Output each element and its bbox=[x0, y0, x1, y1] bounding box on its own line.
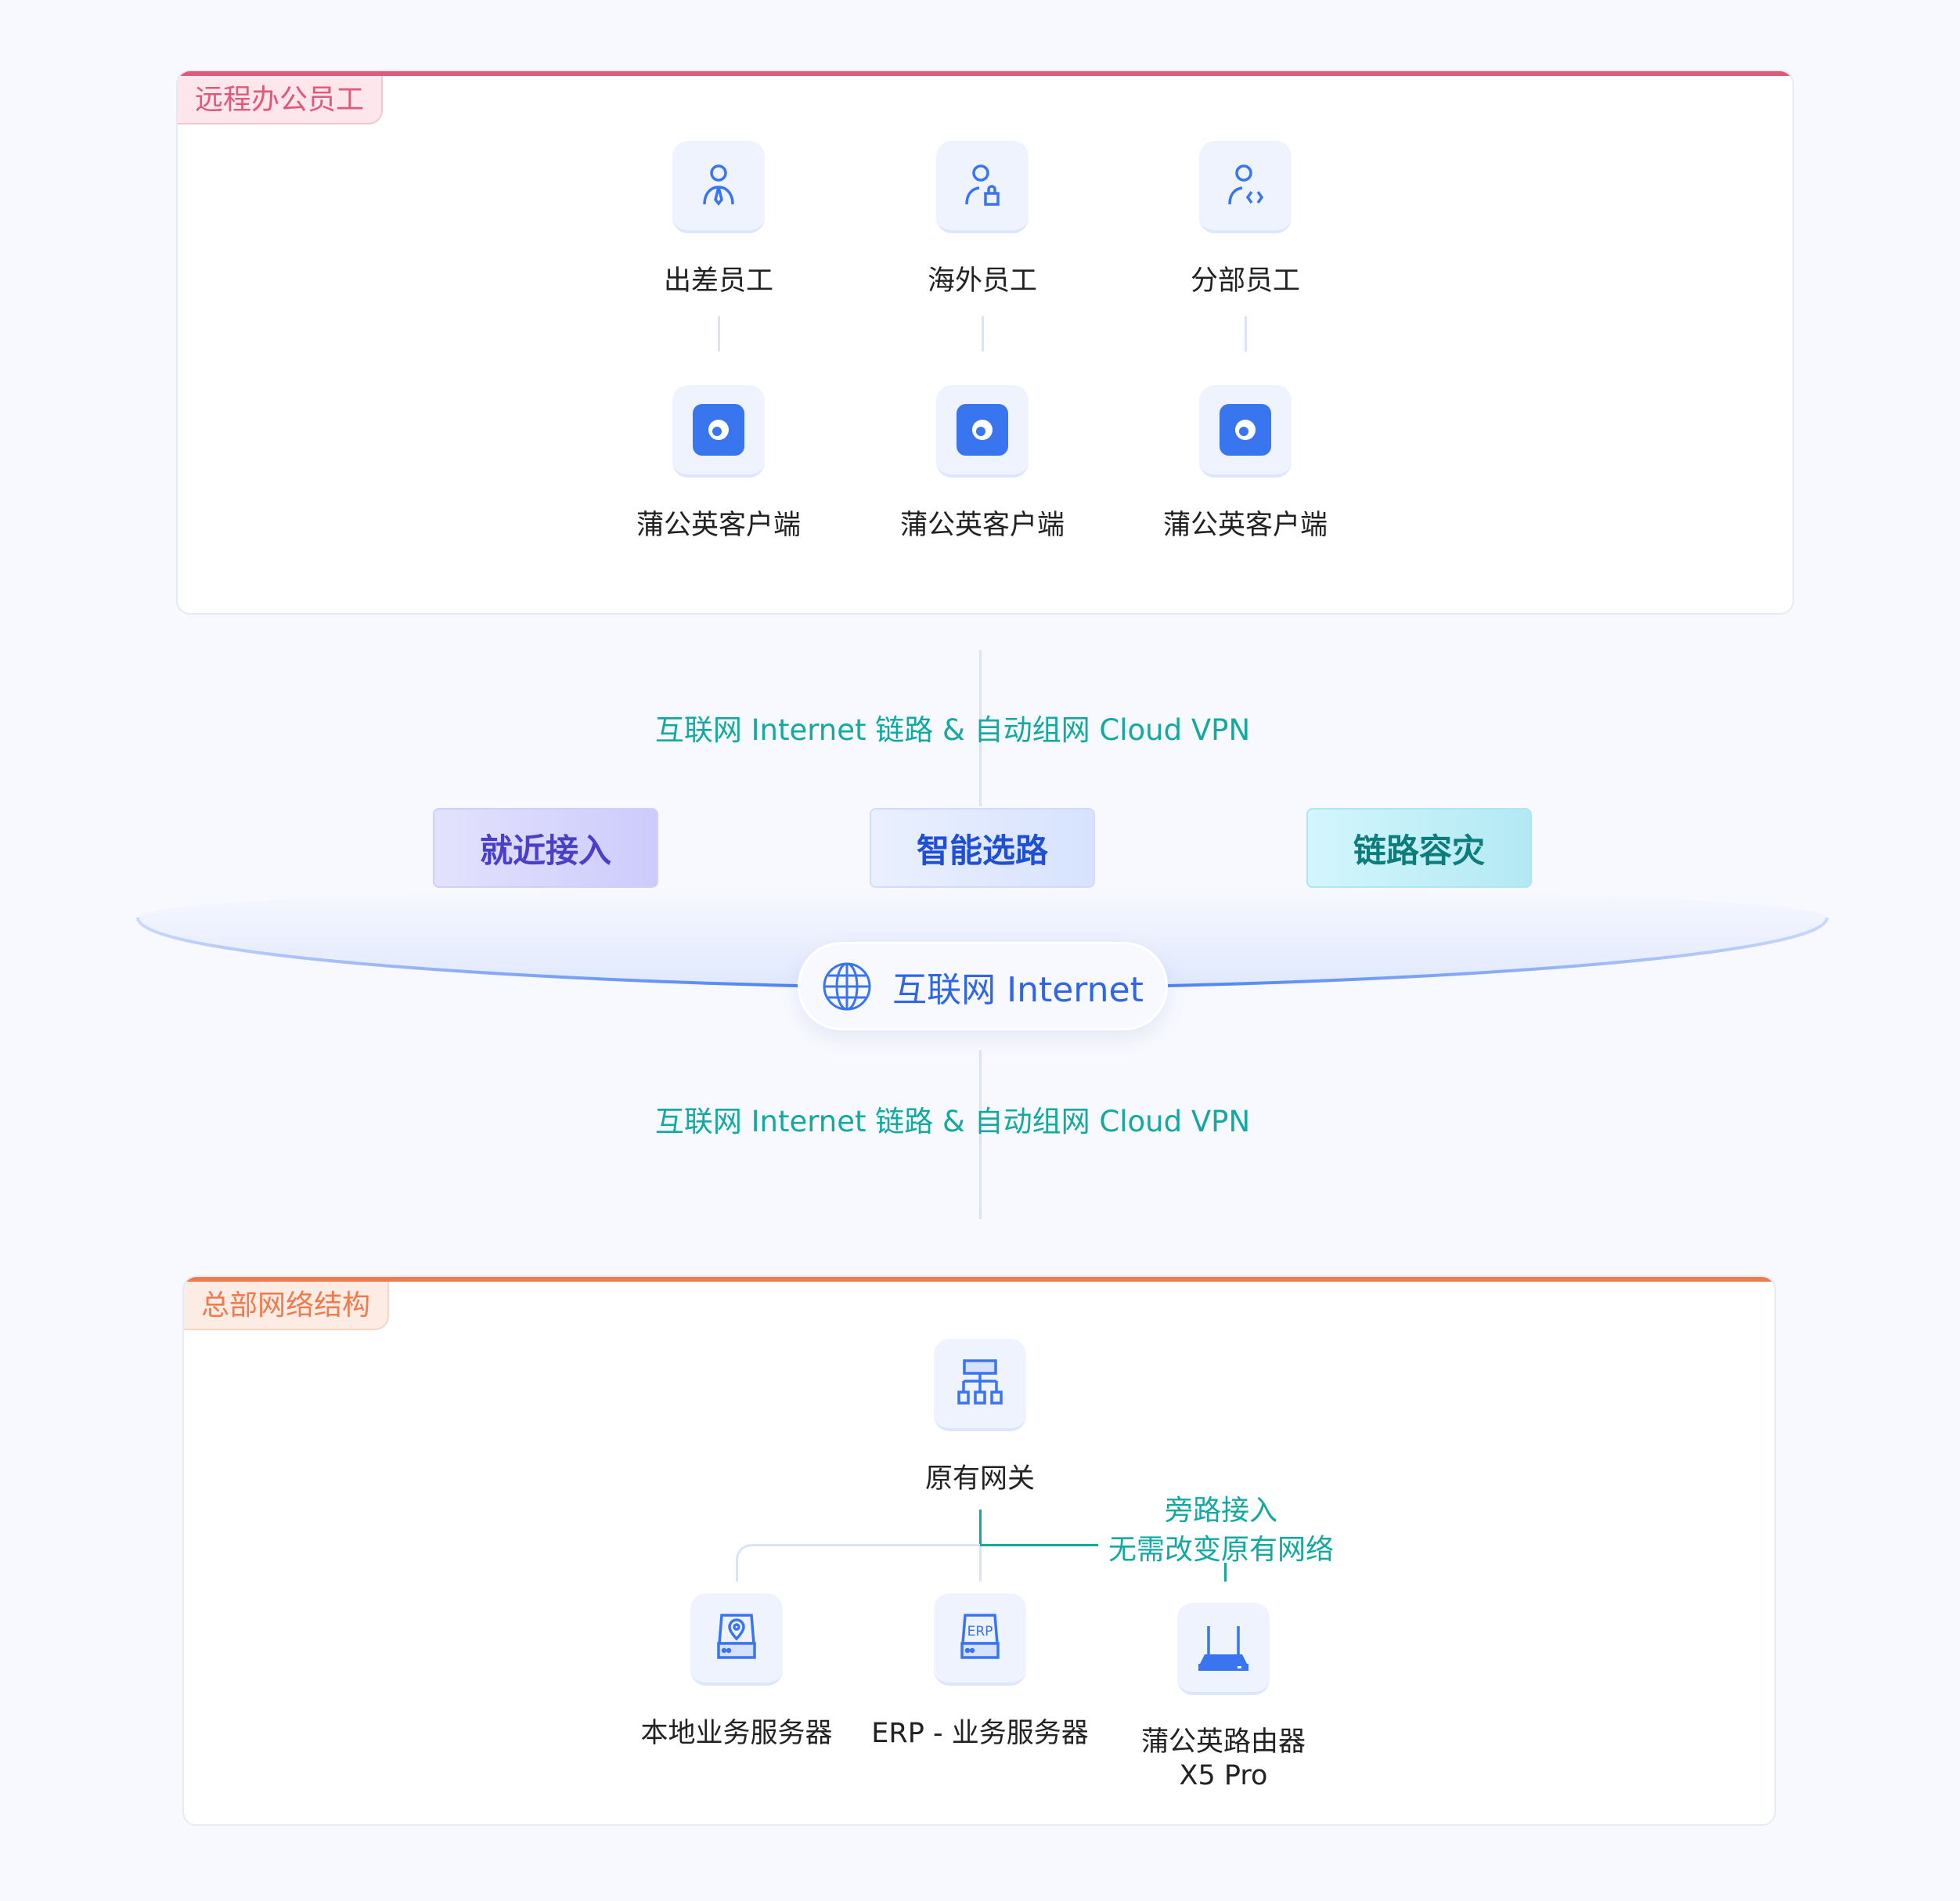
remote-panel-tag: 远程办公员工 bbox=[178, 76, 384, 124]
link-text-bottom: 互联网 Internet 链路 & 自动组网 Cloud VPN bbox=[654, 1105, 1251, 1138]
bypass-line bbox=[979, 1544, 1098, 1546]
gateway-network-icon bbox=[934, 1339, 1026, 1431]
globe-icon bbox=[823, 962, 871, 1010]
client-label: 蒲公英客户端 bbox=[636, 510, 802, 541]
pgy-client-icon bbox=[672, 385, 765, 478]
feature-link-failover: 链路容灾 bbox=[1306, 808, 1532, 888]
router-icon bbox=[1177, 1603, 1270, 1695]
connector-line bbox=[1245, 316, 1247, 352]
feature-nearby-access: 就近接入 bbox=[433, 808, 658, 888]
user-label: 分部员工 bbox=[1190, 265, 1301, 297]
user-label: 海外员工 bbox=[927, 265, 1038, 297]
connector-line bbox=[982, 316, 984, 352]
connector-line bbox=[718, 316, 720, 352]
user-label: 出差员工 bbox=[663, 265, 774, 297]
local-server-icon bbox=[690, 1593, 783, 1686]
router-model-label: X5 Pro bbox=[1179, 1760, 1268, 1791]
server-connector-line bbox=[736, 1544, 980, 1582]
bypass-text-1: 旁路接入 bbox=[1164, 1495, 1278, 1527]
feature-smart-routing: 智能选路 bbox=[870, 808, 1095, 888]
bypass-text-2: 无需改变原有网络 bbox=[1108, 1534, 1335, 1566]
gateway-label: 原有网关 bbox=[924, 1463, 1036, 1495]
internet-node: 互联网 Internet bbox=[798, 942, 1168, 1030]
router-label: 蒲公英路由器 bbox=[1140, 1726, 1306, 1758]
branch-user-code-icon bbox=[1199, 141, 1292, 233]
erp-server-label: ERP - 业务服务器 bbox=[871, 1718, 1089, 1749]
vertical-link-line bbox=[979, 650, 982, 806]
server-connector-line bbox=[979, 1546, 982, 1582]
client-label: 蒲公英客户端 bbox=[1162, 510, 1328, 541]
panel-accent-bar bbox=[184, 1277, 1774, 1282]
pgy-client-icon bbox=[1199, 385, 1292, 478]
vertical-link-line bbox=[979, 1050, 982, 1219]
erp-server-icon: ERP bbox=[934, 1593, 1026, 1686]
bypass-line bbox=[979, 1510, 982, 1546]
panel-accent-bar bbox=[178, 71, 1792, 76]
link-text-top: 互联网 Internet 链路 & 自动组网 Cloud VPN bbox=[654, 713, 1251, 747]
bypass-line bbox=[1224, 1563, 1227, 1582]
pgy-client-icon bbox=[936, 385, 1029, 478]
overseas-user-lock-icon bbox=[936, 141, 1029, 233]
client-label: 蒲公英客户端 bbox=[899, 510, 1065, 541]
local-server-label: 本地业务服务器 bbox=[640, 1718, 833, 1749]
hq-panel-tag: 总部网络结构 bbox=[184, 1282, 390, 1330]
svg-text:ERP: ERP bbox=[967, 1624, 993, 1639]
internet-label: 互联网 Internet bbox=[892, 969, 1144, 1010]
business-traveler-icon bbox=[672, 141, 765, 233]
